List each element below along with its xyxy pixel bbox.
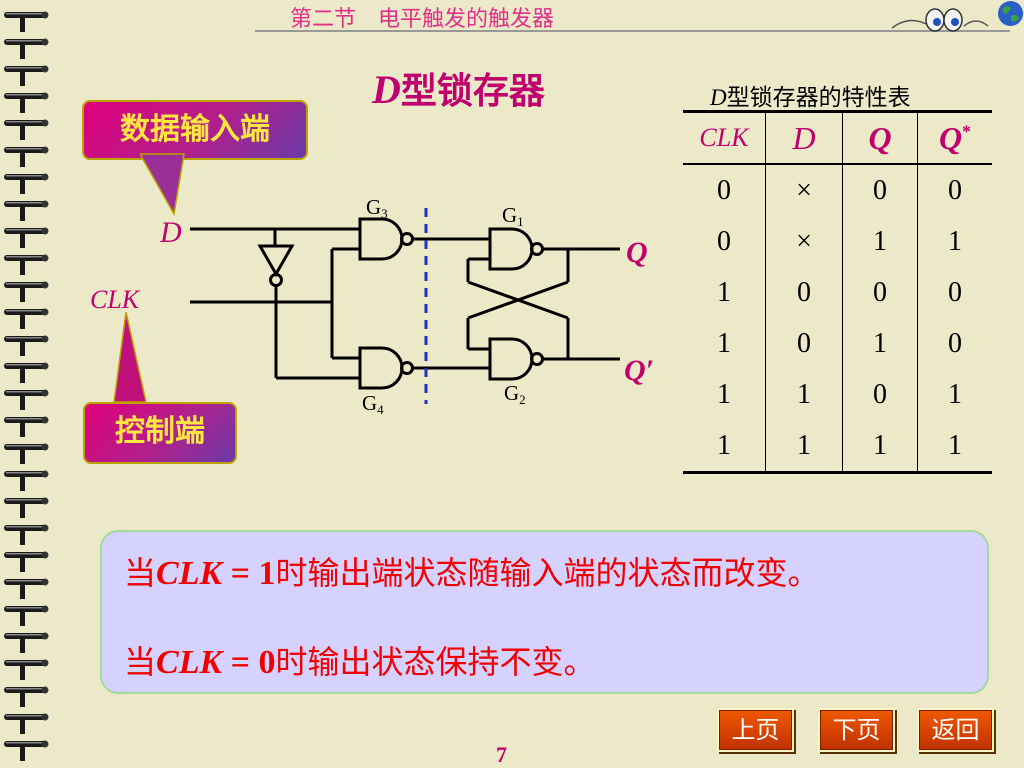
binder-ring [4, 38, 49, 59]
binder-ring [4, 524, 49, 545]
binder-ring [4, 119, 49, 140]
gate-g4-label: G4 [362, 391, 384, 417]
data-input-callout: 数据输入端 [82, 100, 308, 160]
table-cell: × [765, 164, 843, 216]
table-cell: 1 [765, 369, 843, 420]
binder-ring [4, 254, 49, 275]
binder-ring [4, 659, 49, 680]
gate-g3-label: G3 [366, 195, 388, 221]
table-cell: 1 [842, 420, 918, 474]
table-cell: 0 [842, 164, 918, 216]
table-cell: 1 [917, 369, 992, 420]
binder-ring [4, 173, 49, 194]
table-cell: 0 [917, 164, 992, 216]
d-latch-circuit: D CLK Q Q′ G3 G4 G1 G2 [90, 195, 654, 417]
table-caption: D型锁存器的特性表 [710, 85, 911, 111]
table-cell: 0 [717, 225, 731, 257]
gate-g2-label: G2 [504, 381, 526, 407]
table-header-row: CLK D Q Q* [683, 110, 992, 165]
table-cell: 1 [765, 420, 843, 474]
binder-ring [4, 605, 49, 626]
binder-ring [4, 443, 49, 464]
binder-ring [4, 497, 49, 518]
col-q: Q [842, 110, 918, 165]
table-cell: 1 [917, 216, 992, 267]
next-page-button[interactable]: 下页 [818, 708, 895, 752]
output-q-label: Q [626, 236, 648, 269]
summary-box: 当CLK = 1时输出端状态随输入端的状态而改变。 当CLK = 0时输出状态保… [100, 530, 989, 694]
input-d-label: D [159, 216, 182, 249]
binder-ring [4, 713, 49, 734]
binder-ring [4, 551, 49, 572]
table-cell: 1 [717, 276, 731, 308]
binder-ring [4, 470, 49, 491]
header-divider [255, 30, 1010, 32]
binder-ring [4, 65, 49, 86]
binder-ring [4, 335, 49, 356]
gate-g1-label: G1 [502, 203, 524, 229]
binder-ring [4, 389, 49, 410]
binder-ring [4, 740, 49, 761]
col-q-star: Q* [917, 110, 992, 165]
table-cell: × [765, 216, 843, 267]
binder-ring [4, 362, 49, 383]
section-title: 第二节 电平触发的触发器 [290, 7, 555, 32]
table-cell: 0 [842, 267, 918, 318]
table-cell: 0 [917, 267, 992, 318]
table-cell: 0 [717, 174, 731, 206]
binder-ring [4, 146, 49, 167]
binder-ring [4, 281, 49, 302]
binder-ring [4, 578, 49, 599]
summary-line-1: 当CLK = 1时输出端状态随输入端的状态而改变。 [124, 554, 820, 592]
table-cell: 0 [765, 267, 843, 318]
table-cell: 1 [717, 378, 731, 410]
binder-ring [4, 200, 49, 221]
page-number: 7 [496, 742, 507, 767]
table-cell: 1 [917, 420, 992, 474]
eyes-decoration-icon [891, 8, 989, 32]
binder-ring [4, 416, 49, 437]
table-cell: 0 [842, 369, 918, 420]
binder-ring [4, 308, 49, 329]
binder-ring [4, 686, 49, 707]
output-qn-label: Q′ [624, 354, 654, 387]
col-clk: CLK [683, 110, 766, 165]
table-cell: 0 [917, 318, 992, 369]
prev-page-button[interactable]: 上页 [717, 708, 794, 752]
binder-ring [4, 92, 49, 113]
table-cell: 1 [842, 318, 918, 369]
binder-ring [4, 11, 49, 32]
summary-line-2: 当CLK = 0时输出状态保持不变。 [124, 643, 596, 681]
binder-ring [4, 227, 49, 248]
back-button[interactable]: 返回 [917, 708, 994, 752]
slide-title: D型锁存器 [372, 67, 545, 112]
input-clk-label: CLK [90, 285, 141, 314]
control-callout-pointer [113, 312, 147, 403]
table-cell: 0 [765, 318, 843, 369]
binder-rings [4, 11, 49, 761]
globe-icon [998, 1, 1023, 26]
control-callout: 控制端 [83, 402, 237, 464]
table-cell: 1 [683, 420, 766, 474]
table-cell: 1 [717, 327, 731, 359]
binder-ring [4, 632, 49, 653]
col-d: D [765, 110, 843, 165]
table-cell: 1 [842, 216, 918, 267]
data-input-callout-pointer [140, 153, 185, 217]
